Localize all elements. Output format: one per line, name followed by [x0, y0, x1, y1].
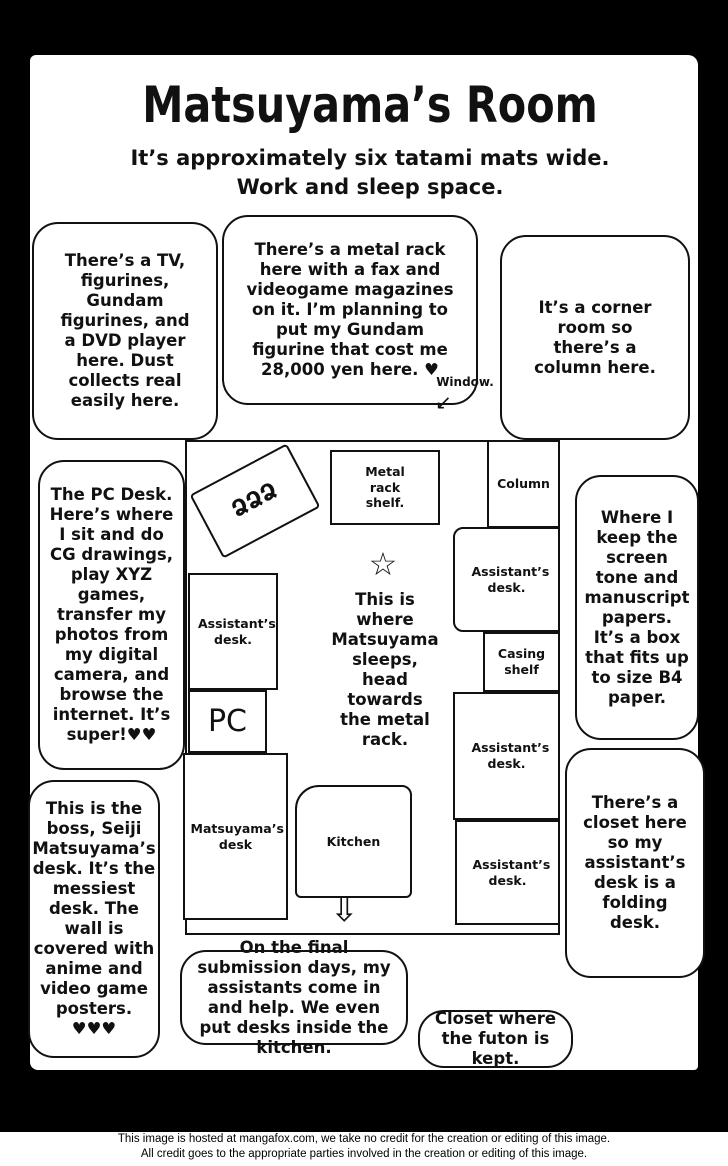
rack-bubble: There’s a metal rack here with a fax and…: [222, 215, 478, 405]
metal-rack-label: Metal rack shelf.: [365, 464, 405, 511]
column-box: Column: [487, 440, 560, 528]
boss-bubble: This is the boss, Seiji Matsuyama’s desk…: [28, 780, 160, 1058]
futon-bubble: Closet where the futon is kept.: [418, 1009, 573, 1068]
assistant-desk-label: Assistant’s desk.: [198, 615, 276, 647]
star-icon: ☆: [368, 545, 398, 583]
kitchen-box: Kitchen: [295, 785, 412, 898]
assistant-desk-right-1: Assistant’s desk.: [453, 527, 560, 632]
kitchen-arrow-icon: ⇩: [330, 890, 359, 930]
screen-tone-bubble: Where I keep the screen tone and manuscr…: [575, 475, 699, 740]
sleep-area-label: This is where Matsuyama sleeps, head tow…: [331, 590, 439, 749]
rack-bubble-text: There’s a metal rack here with a fax and…: [246, 240, 454, 379]
assistant-desk-right-3: Assistant’s desk.: [455, 820, 560, 925]
pc-desk-bubble: The PC Desk. Here’s where I sit and do C…: [38, 460, 185, 770]
footer-line-1: This image is hosted at mangafox.com, we…: [117, 1133, 611, 1145]
corner-bubble: It’s a corner room so there’s a column h…: [500, 235, 690, 440]
submission-bubble: On the final submission days, my assista…: [180, 938, 408, 1057]
submission-bubble-text: On the final submission days, my assista…: [197, 937, 391, 1057]
matsuyama-desk-box: Matsuyama’s desk: [183, 753, 288, 920]
assistant-desk-label: Assistant’s desk.: [472, 856, 551, 888]
futon-bubble-text: Closet where the futon is kept.: [434, 1009, 557, 1068]
footer-line-2: All credit goes to the appropriate parti…: [140, 1148, 588, 1160]
screen-tone-bubble-text: Where I keep the screen tone and manuscr…: [584, 507, 690, 707]
pc-label: PC: [207, 703, 248, 739]
assistant-desk-right-2: Assistant’s desk.: [453, 692, 560, 820]
tv-bubble-text: There’s a TV, figurines, Gundam figurine…: [60, 251, 190, 410]
tv-bubble: There’s a TV, figurines, Gundam figurine…: [32, 222, 218, 440]
assistant-desk-label: Assistant’s desk.: [471, 740, 550, 771]
corner-bubble-text: It’s a corner room so there’s a column h…: [534, 297, 656, 377]
hosting-disclaimer: This image is hosted at mangafox.com, we…: [0, 1132, 728, 1166]
page-title: Matsuyama’s Room: [142, 76, 598, 134]
matsuyama-desk-label: Matsuyama’s desk: [190, 820, 284, 852]
assistant-desk-label: Assistant’s desk.: [471, 563, 550, 595]
casing-shelf-box: Casing shelf: [483, 632, 560, 692]
metal-rack-box: Metal rack shelf.: [330, 450, 440, 525]
pc-box: PC: [188, 690, 267, 753]
assistant-desk-left: Assistant’s desk.: [188, 573, 278, 690]
subtitle-line-1: It’s approximately six tatami mats wide.: [130, 146, 610, 170]
window-label: Window.: [436, 375, 494, 389]
closet-desk-bubble: There’s a closet here so my assistant’s …: [565, 748, 705, 978]
boss-bubble-text: This is the boss, Seiji Matsuyama’s desk…: [32, 799, 156, 1038]
closet-desk-bubble-text: There’s a closet here so my assistant’s …: [583, 793, 687, 932]
column-label: Column: [497, 476, 550, 492]
pc-desk-bubble-text: The PC Desk. Here’s where I sit and do C…: [49, 485, 174, 744]
subtitle-line-2: Work and sleep space.: [236, 175, 504, 199]
casing-shelf-label: Casing shelf: [497, 646, 546, 677]
kitchen-label: Kitchen: [326, 833, 381, 849]
window-arrow-icon: ↙: [435, 390, 452, 414]
